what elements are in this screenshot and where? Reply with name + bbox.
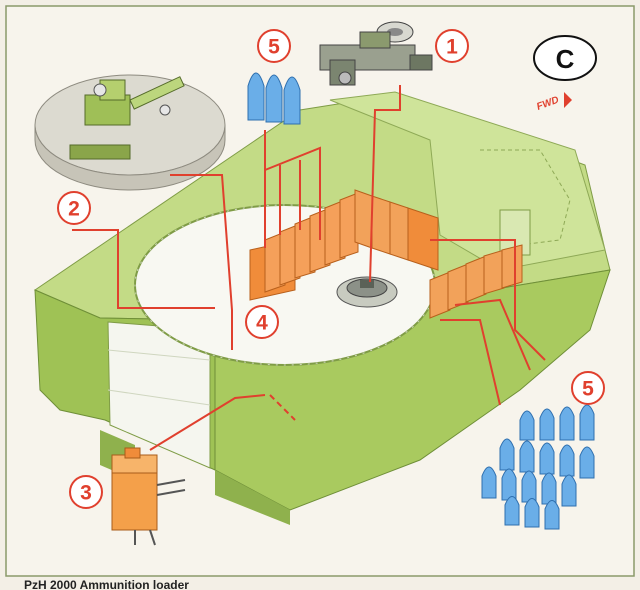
left-ammunition-magazine <box>249 192 359 301</box>
callout-5-right: 5 <box>571 371 605 405</box>
svg-text:3: 3 <box>80 482 92 505</box>
svg-text:C: C <box>556 44 575 74</box>
view-badge: C <box>533 35 597 81</box>
svg-text:4: 4 <box>256 312 268 335</box>
callout-1: 1 <box>435 29 469 63</box>
rear-ammunition-magazine <box>354 189 439 271</box>
right-shells <box>481 404 595 530</box>
forward-arrow-icon <box>564 92 572 108</box>
figure-caption: PzH 2000 Ammunition loader <box>24 578 189 590</box>
svg-text:5: 5 <box>268 36 280 59</box>
callout-3: 3 <box>69 475 103 509</box>
loader-mechanism-inset <box>319 21 433 86</box>
right-ammunition-magazine <box>429 244 523 319</box>
callout-2: 2 <box>57 191 91 225</box>
breech-inset <box>34 74 226 191</box>
svg-text:5: 5 <box>582 378 594 401</box>
svg-text:1: 1 <box>446 36 458 59</box>
top-shells <box>247 72 301 125</box>
callout-5-top: 5 <box>257 29 291 63</box>
svg-text:2: 2 <box>68 198 80 221</box>
callout-leaders <box>72 85 546 451</box>
callout-4: 4 <box>245 305 279 339</box>
rammer-unit <box>111 447 186 546</box>
loader-drum <box>336 276 398 308</box>
